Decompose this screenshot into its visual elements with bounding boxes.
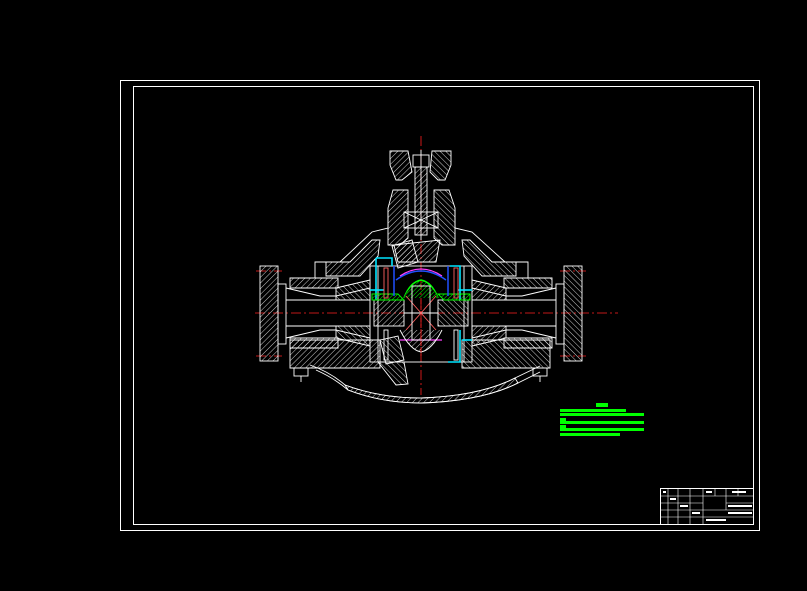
cross-shaft: [399, 285, 443, 356]
notes-line-1: [560, 409, 626, 412]
drawing-frame: [120, 80, 760, 531]
notes-line-7: [560, 433, 620, 436]
notes-line-2: [560, 413, 644, 416]
differential-assembly: [255, 136, 618, 404]
notes-heading: [596, 403, 608, 407]
right-axle-housing: [471, 265, 583, 362]
title-block: [660, 488, 754, 525]
technical-notes: [560, 403, 644, 436]
notes-line-4: [560, 421, 644, 424]
notes-line-5: [560, 425, 566, 428]
side-gears: [371, 279, 471, 301]
notes-line-3: [560, 418, 566, 421]
upper-housing: [314, 210, 529, 278]
lower-housing: [289, 339, 551, 404]
outer-border: [120, 80, 760, 531]
ring-gear: [379, 239, 419, 365]
seal-rings: [370, 257, 472, 363]
spider-gears: [393, 266, 449, 296]
differential-case: [369, 265, 473, 363]
notes-line-6: [560, 428, 644, 431]
inner-border: [133, 86, 754, 525]
pinion-flange: [389, 150, 452, 240]
